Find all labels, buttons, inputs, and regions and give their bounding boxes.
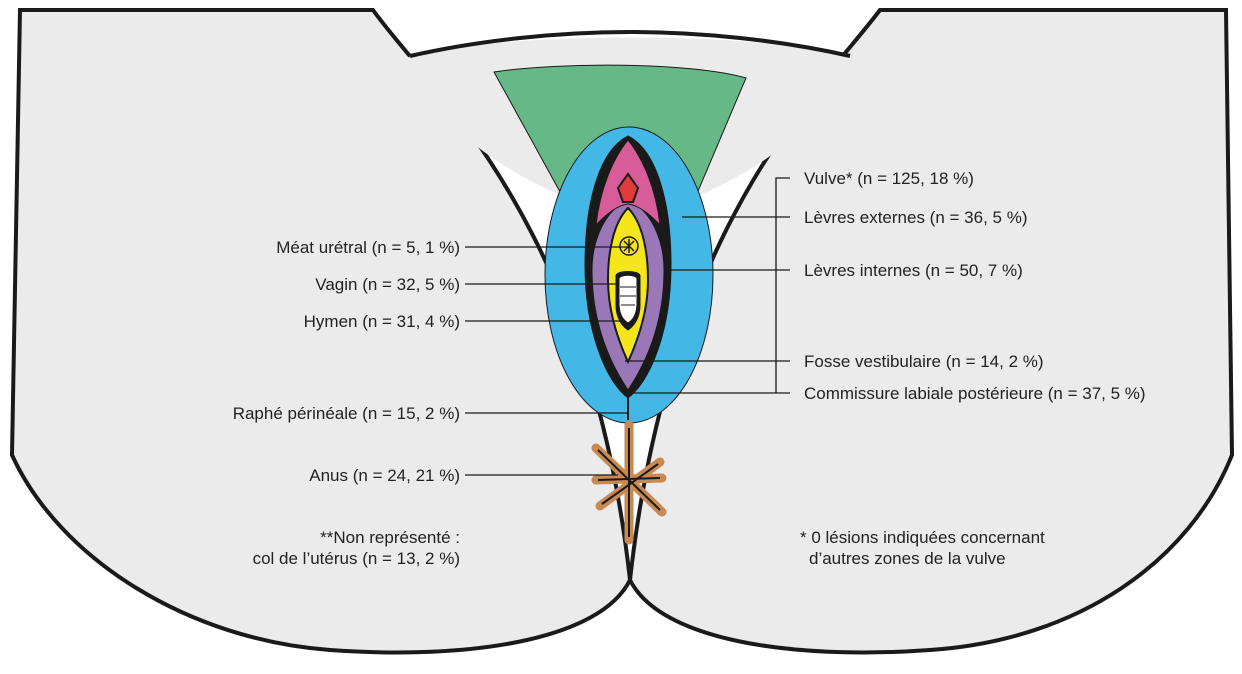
note-vulva-line1: * 0 lésions indiquées concernant [800, 527, 1045, 548]
label-vulva: Vulve* (n = 125, 18 %) [804, 169, 974, 189]
note-vulva-line2: d’autres zones de la vulve [800, 548, 1045, 569]
label-urethral-meatus: Méat urétral (n = 5, 1 %) [276, 238, 460, 258]
note-cervix: **Non représenté : col de l’utérus (n = … [253, 527, 460, 569]
label-hymen: Hymen (n = 31, 4 %) [304, 312, 460, 332]
label-labia-majora: Lèvres externes (n = 36, 5 %) [804, 208, 1027, 228]
label-vestibular-fossa: Fosse vestibulaire (n = 14, 2 %) [804, 352, 1044, 372]
note-cervix-line1: **Non représenté : [253, 527, 460, 548]
label-labia-minora: Lèvres internes (n = 50, 7 %) [804, 261, 1023, 281]
note-vulva: * 0 lésions indiquées concernant d’autre… [800, 527, 1045, 569]
hymen [619, 275, 637, 323]
label-perineal-raphe: Raphé périnéale (n = 15, 2 %) [233, 404, 460, 424]
label-posterior-commissure: Commissure labiale postérieure (n = 37, … [804, 384, 1146, 404]
note-cervix-line2: col de l’utérus (n = 13, 2 %) [253, 548, 460, 569]
label-vagina: Vagin (n = 32, 5 %) [315, 275, 460, 295]
label-anus: Anus (n = 24, 21 %) [309, 466, 460, 486]
